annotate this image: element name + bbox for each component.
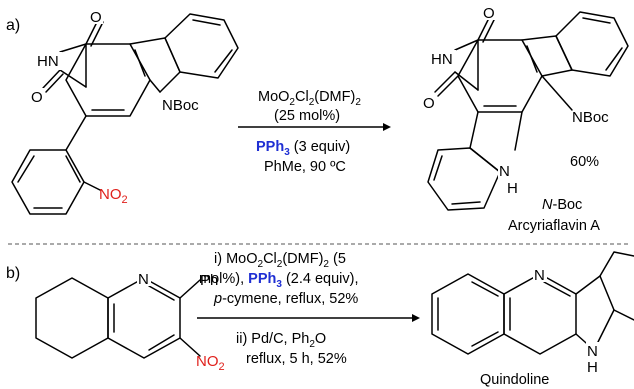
product-a-indole-n: N bbox=[499, 163, 510, 180]
reaction-arrow-b-head bbox=[412, 314, 420, 322]
product-b-name: Quindoline bbox=[480, 372, 549, 388]
product-b-indole-h: H bbox=[587, 359, 598, 376]
conditions-b-line4: ii) Pd/C, Ph2O bbox=[236, 331, 326, 350]
panel-b-starting-material bbox=[35, 277, 201, 359]
product-a-indole-h: H bbox=[507, 180, 518, 197]
product-a-carbonyl-o-top: O bbox=[483, 5, 495, 22]
sm-a-nitro-group: NO2 bbox=[99, 186, 128, 206]
conditions-b-line3: p-cymene, reflux, 52% bbox=[213, 291, 358, 307]
product-a-name-line1: N-Boc bbox=[542, 197, 582, 213]
reaction-arrow-a-head bbox=[383, 123, 391, 131]
product-a-carbonyl-o-left: O bbox=[423, 95, 435, 112]
panel-b-label: b) bbox=[6, 265, 20, 282]
panel-a-label: a) bbox=[6, 17, 20, 34]
product-a-imide-nh: HN bbox=[431, 51, 453, 68]
sm-a-imide-nh: HN bbox=[37, 53, 59, 70]
conditions-a-line1: MoO2Cl2(DMF)2 bbox=[258, 89, 361, 108]
sm-a-carbonyl-o-top: O bbox=[90, 9, 102, 26]
product-b-pyridine-n: N bbox=[534, 267, 545, 284]
product-b-indole-n: N bbox=[587, 343, 598, 360]
conditions-b-line2: mol%), PPh3 (2.4 equiv), bbox=[199, 271, 359, 290]
sm-b-pyridine-n: N bbox=[138, 271, 149, 288]
product-a-name-line2: Arcyriaflavin A bbox=[508, 218, 600, 234]
sm-a-nboc: NBoc bbox=[162, 97, 199, 114]
product-a-nboc: NBoc bbox=[572, 109, 609, 126]
conditions-b-line1: i) MoO2Cl2(DMF)2 (5 bbox=[214, 251, 346, 270]
panel-a-starting-material bbox=[11, 13, 239, 215]
sm-a-carbonyl-o-left: O bbox=[31, 89, 43, 106]
conditions-a-line2: (25 mol%) bbox=[274, 108, 340, 124]
product-a-yield: 60% bbox=[570, 154, 599, 170]
conditions-b-line5: reflux, 5 h, 52% bbox=[246, 351, 347, 367]
sm-b-phenyl: Ph bbox=[200, 272, 218, 289]
conditions-a-line4: PhMe, 90 ºC bbox=[264, 159, 346, 175]
conditions-a-line3: PPh3 (3 equiv) bbox=[256, 139, 350, 158]
sm-b-nitro-group: NO2 bbox=[196, 353, 225, 373]
